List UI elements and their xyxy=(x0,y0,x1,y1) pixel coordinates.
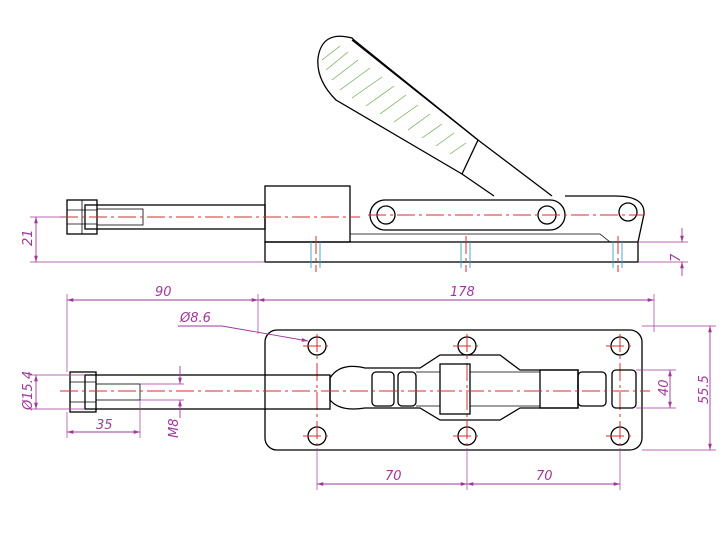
dim-21: 21 xyxy=(21,229,36,246)
side-hidden-holes xyxy=(310,242,623,268)
grip-hatch xyxy=(321,45,467,155)
dim-55-5: 55.5 xyxy=(697,375,712,404)
dim-40: 40 xyxy=(657,379,672,396)
handle-grip xyxy=(317,35,479,175)
dim-thread: M8 xyxy=(167,419,182,439)
dim-90: 90 xyxy=(155,285,172,300)
dim-pitch-right: 70 xyxy=(536,469,553,484)
dim-shaft-diameter: Ø15.4 xyxy=(21,371,36,411)
dim-35: 35 xyxy=(96,418,113,433)
hole-centerlines xyxy=(303,334,634,448)
dim-hole-diameter: Ø8.6 xyxy=(179,311,211,326)
dim-178: 178 xyxy=(450,285,475,300)
top-view: 90 178 Ø8.6 Ø15.4 35 M8 40 55.5 xyxy=(21,285,716,490)
dim-7: 7 xyxy=(669,253,684,262)
side-view: 21 7 xyxy=(21,35,688,276)
dim-pitch-left: 70 xyxy=(385,469,402,484)
